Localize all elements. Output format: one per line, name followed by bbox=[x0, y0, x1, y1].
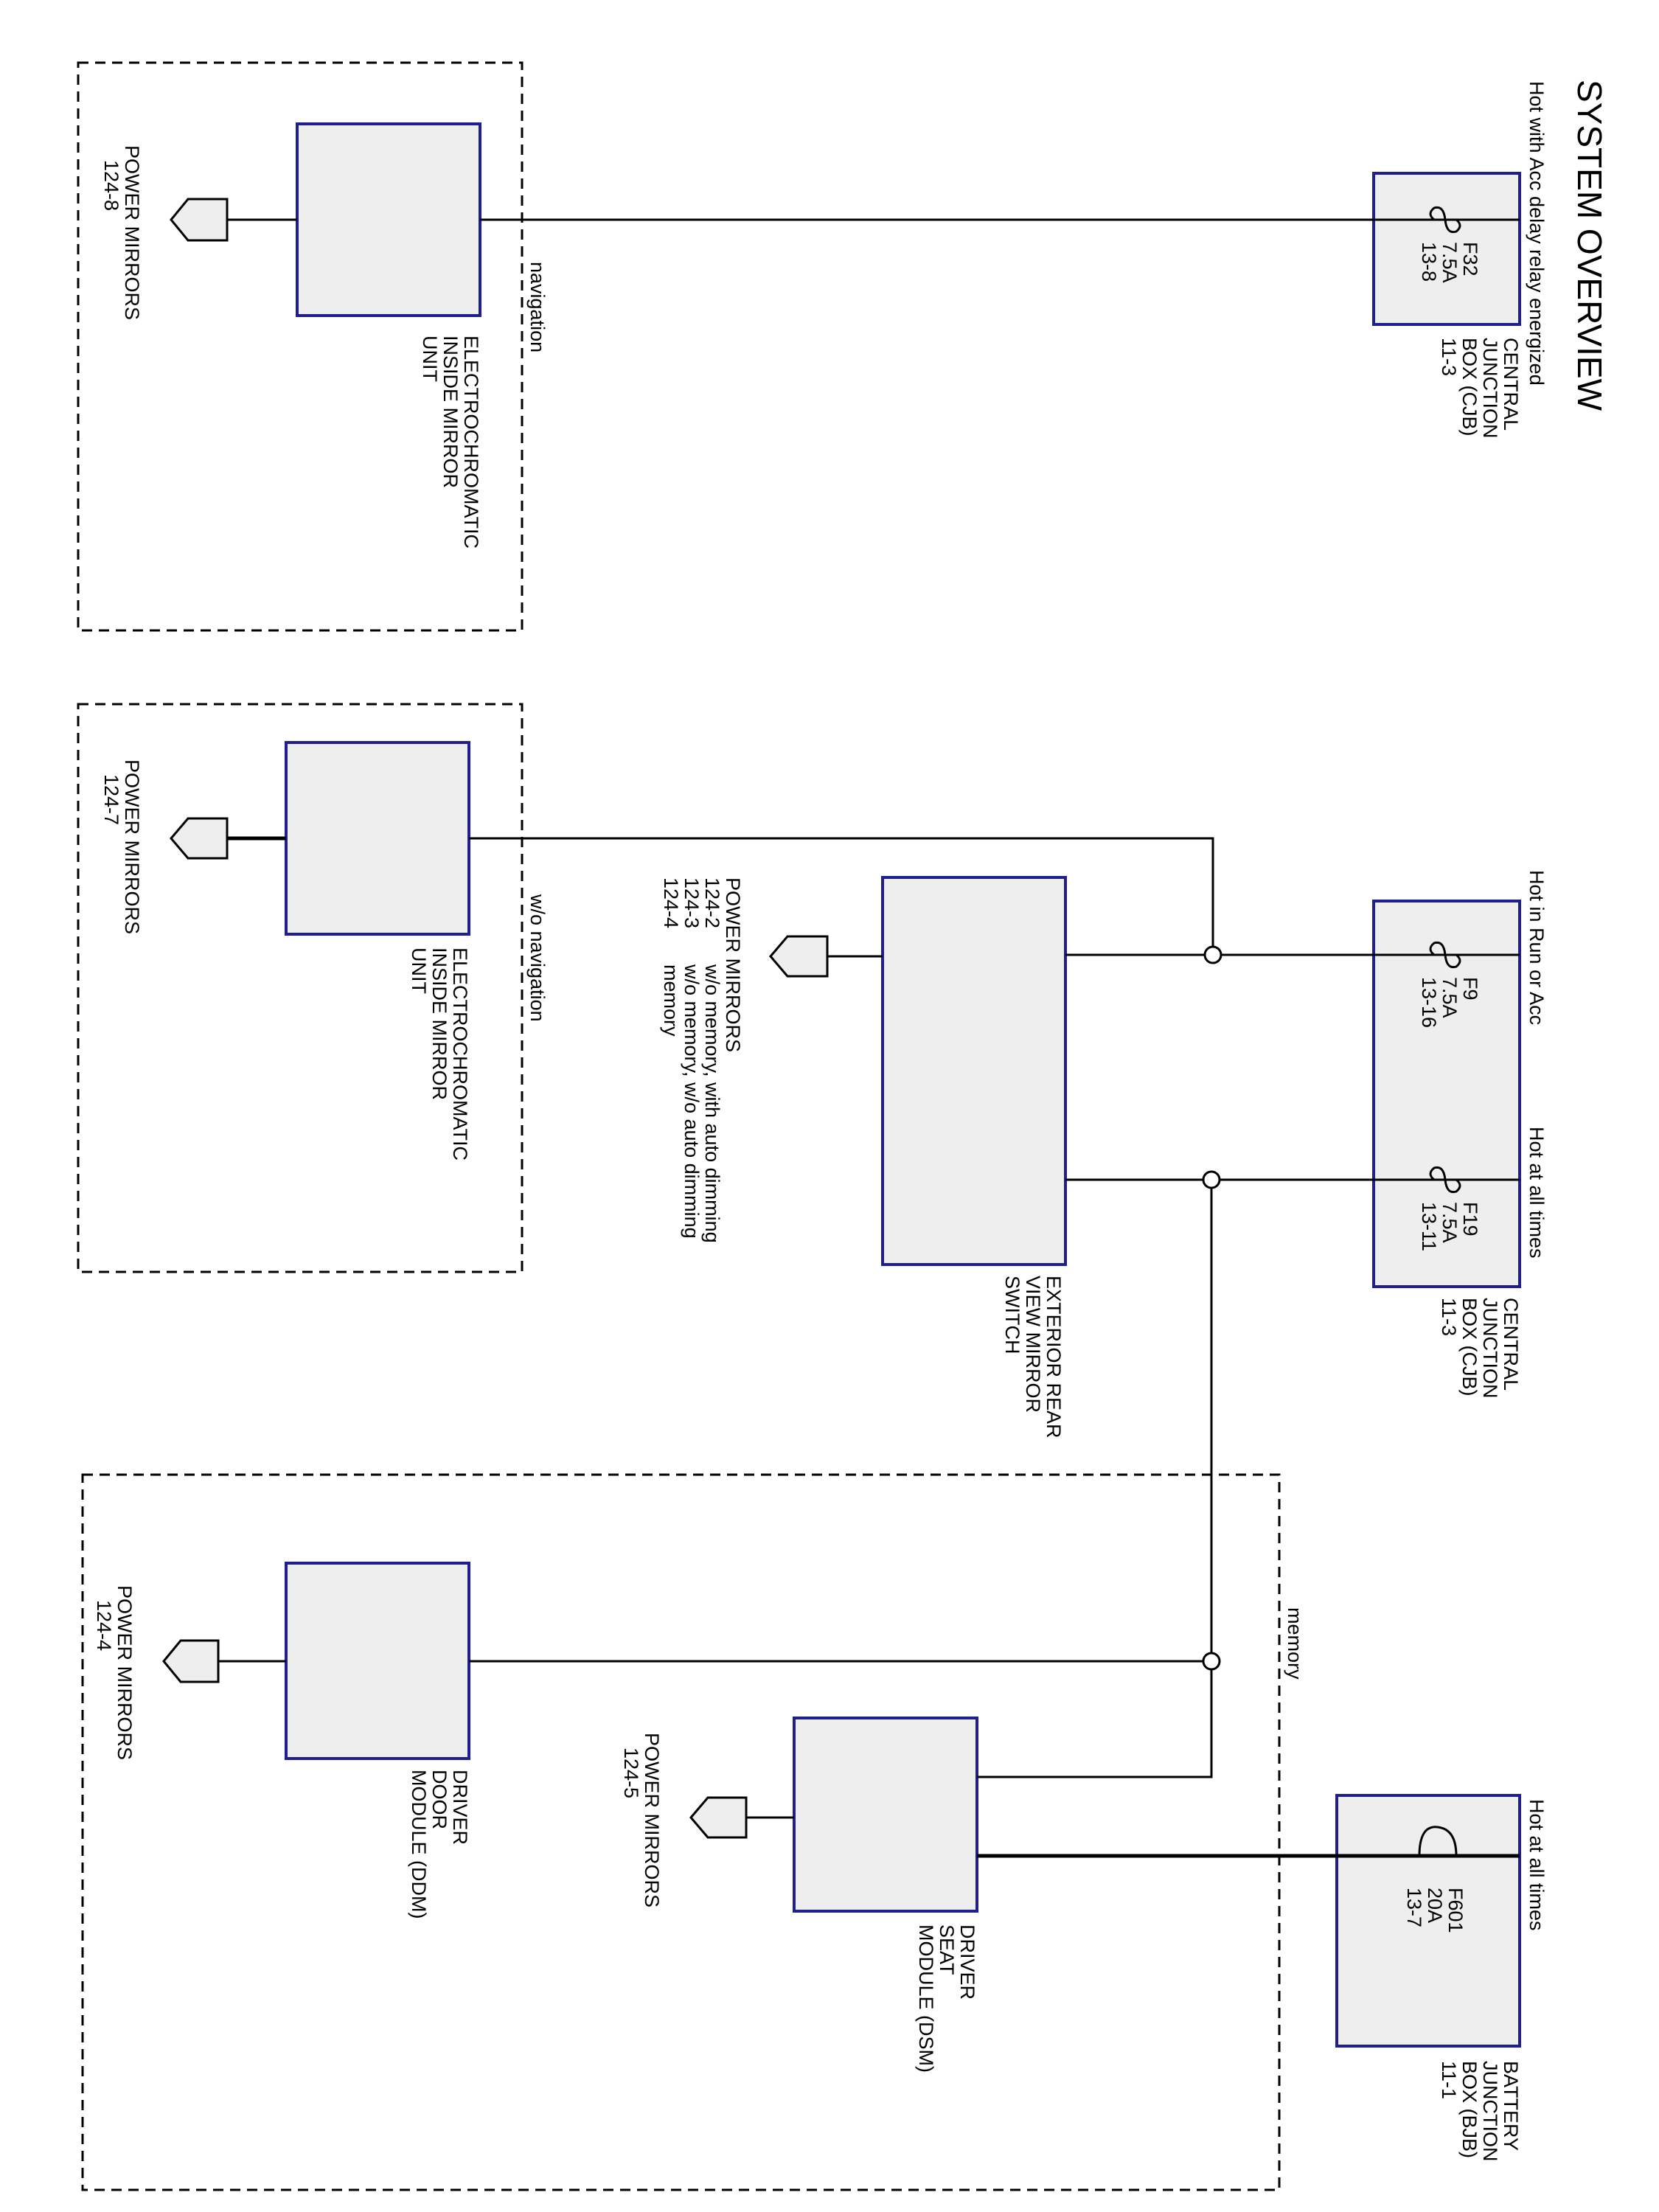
fuse-label-f601: F601 20A 13-7 bbox=[1403, 1888, 1467, 1938]
option-region-navigation bbox=[77, 61, 524, 632]
ec-mirror-nav-box bbox=[296, 122, 481, 317]
fuse-symbol-f19 bbox=[1429, 1166, 1461, 1194]
ext-mirror-switch-box bbox=[881, 876, 1067, 1266]
fuse-symbol-f9 bbox=[1429, 941, 1461, 969]
cjb-mid-label: CENTRAL JUNCTION BOX (CJB) 11-3 bbox=[1438, 1298, 1522, 1404]
option-label-wo-navigation: w/o navigation bbox=[526, 894, 549, 1022]
splice-f19 bbox=[1202, 1170, 1221, 1189]
wire-f19-memory-bus bbox=[977, 1180, 1213, 1778]
connector-pm-switch-icon bbox=[769, 935, 829, 978]
ext-mirror-switch-label: EXTERIOR REAR VIEW MIRROR SWITCH bbox=[1001, 1276, 1065, 1444]
power-label-run-acc: Hot in Run or Acc bbox=[1526, 870, 1548, 1025]
fuse-label-f9: F9 7.5A 13-16 bbox=[1418, 977, 1481, 1028]
ref-pm-124-8: POWER MIRRORS 124-8 bbox=[100, 145, 143, 326]
fuse-symbol-f601 bbox=[1418, 1826, 1458, 1857]
ddm-box bbox=[285, 1562, 470, 1760]
ec-mirror-nav-label: ELECTROCHROMATIC INSIDE MIRROR UNIT bbox=[419, 335, 482, 554]
cjb-top-label: CENTRAL JUNCTION BOX (CJB) 11-3 bbox=[1438, 338, 1522, 444]
ddm-label: DRIVER DOOR MODULE (DDM) bbox=[408, 1770, 471, 1919]
wire-f9-ec-wo-nav bbox=[469, 837, 1214, 955]
ref-pm-124-5: POWER MIRRORS 124-5 bbox=[620, 1733, 663, 1913]
ref-pm-124-4: POWER MIRRORS 124-4 bbox=[93, 1585, 136, 1766]
power-label-all-times-bjb: Hot at all times bbox=[1526, 1799, 1548, 1931]
power-label-all-times-cjb: Hot at all times bbox=[1526, 1127, 1548, 1259]
connector-pm-124-8-icon bbox=[170, 198, 229, 242]
dsm-box bbox=[793, 1717, 978, 1913]
ec-mirror-wo-nav-label: ELECTROCHROMATIC INSIDE MIRROR UNIT bbox=[408, 947, 471, 1166]
fuse-label-f19: F19 7.5A 13-11 bbox=[1418, 1202, 1481, 1251]
connector-pm-124-4-icon bbox=[162, 1639, 220, 1683]
power-label-acc-delay: Hot with Acc delay relay energized bbox=[1526, 81, 1548, 386]
connector-pm-124-5-icon bbox=[689, 1796, 748, 1839]
splice-f9 bbox=[1203, 945, 1222, 964]
splice-memory bbox=[1202, 1652, 1221, 1671]
option-region-wo-navigation bbox=[77, 703, 524, 1273]
ec-mirror-wo-nav-box bbox=[285, 741, 470, 936]
ref-pm-124-7: POWER MIRRORS 124-7 bbox=[100, 759, 143, 940]
fuse-symbol-f32 bbox=[1429, 206, 1461, 234]
junction-box-cjb-mid bbox=[1372, 900, 1521, 1288]
ref-pm-switch: POWER MIRRORS 124-2 w/o memory, with aut… bbox=[660, 877, 744, 1248]
option-label-memory: memory bbox=[1284, 1607, 1306, 1680]
junction-box-cjb-top bbox=[1372, 172, 1521, 326]
junction-box-bjb bbox=[1335, 1794, 1521, 2048]
dsm-label: DRIVER SEAT MODULE (DSM) bbox=[915, 1924, 978, 2073]
bjb-label: BATTERY JUNCTION BOX (BJB) 11-1 bbox=[1438, 2061, 1522, 2167]
title-group: SYSTEM OVERVIEW bbox=[1571, 80, 1609, 411]
page-title: SYSTEM OVERVIEW bbox=[1571, 80, 1609, 411]
connector-pm-124-7-icon bbox=[170, 817, 229, 860]
option-label-navigation: navigation bbox=[526, 262, 549, 352]
fuse-label-f32: F32 7.5A 13-8 bbox=[1418, 242, 1481, 288]
option-region-memory bbox=[81, 1473, 1281, 2191]
